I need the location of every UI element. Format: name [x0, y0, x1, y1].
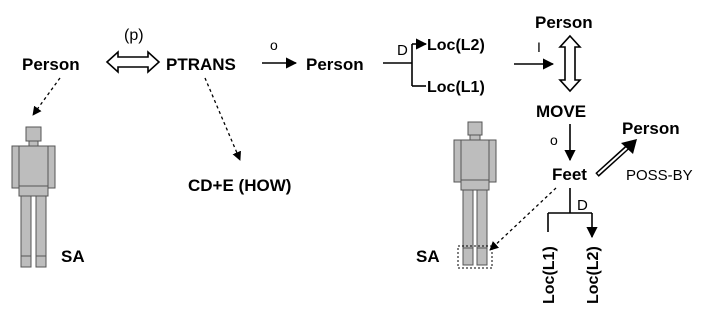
- person-top-label: Person: [535, 13, 593, 32]
- person-mid-label: Person: [306, 55, 364, 74]
- o-label-2: o: [550, 132, 558, 148]
- d-label-2: D: [577, 197, 588, 214]
- cde-how-label: CD+E (HOW): [188, 176, 291, 195]
- dashed-arrow-ptrans-to-cde: [204, 77, 241, 161]
- ptrans-label: PTRANS: [166, 55, 236, 74]
- d-label-1: D: [397, 42, 408, 59]
- feet-label: Feet: [552, 165, 587, 184]
- loc-l2-label: Loc(L2): [427, 37, 485, 54]
- loc-l1-vertical-label: Loc(L1): [541, 246, 558, 304]
- sa-left-label: SA: [61, 247, 85, 266]
- double-arrow-person-ptrans: [105, 50, 161, 74]
- o-label-1: o: [270, 37, 278, 53]
- sa-right-label: SA: [416, 247, 440, 266]
- dashed-arrow-feet-to-figure: [489, 187, 557, 251]
- move-label: MOVE: [536, 102, 586, 121]
- poss-by-arrow-head: [621, 139, 637, 154]
- person-left-label: Person: [22, 55, 80, 74]
- double-arrow-person-move: [558, 34, 582, 93]
- loc-l2-vertical-label: Loc(L2): [585, 246, 602, 304]
- person-right-label: Person: [622, 119, 680, 138]
- i-label: I: [537, 39, 541, 55]
- p-label: (p): [124, 27, 144, 44]
- loc-l1-label: Loc(L1): [427, 79, 485, 96]
- poss-by-arrow-inner: [597, 146, 629, 175]
- poss-by-label: POSS-BY: [626, 167, 693, 184]
- human-figure-right-icon: [453, 121, 497, 269]
- human-figure-left-icon: [11, 126, 56, 268]
- dashed-arrow-person-to-figure: [32, 77, 61, 116]
